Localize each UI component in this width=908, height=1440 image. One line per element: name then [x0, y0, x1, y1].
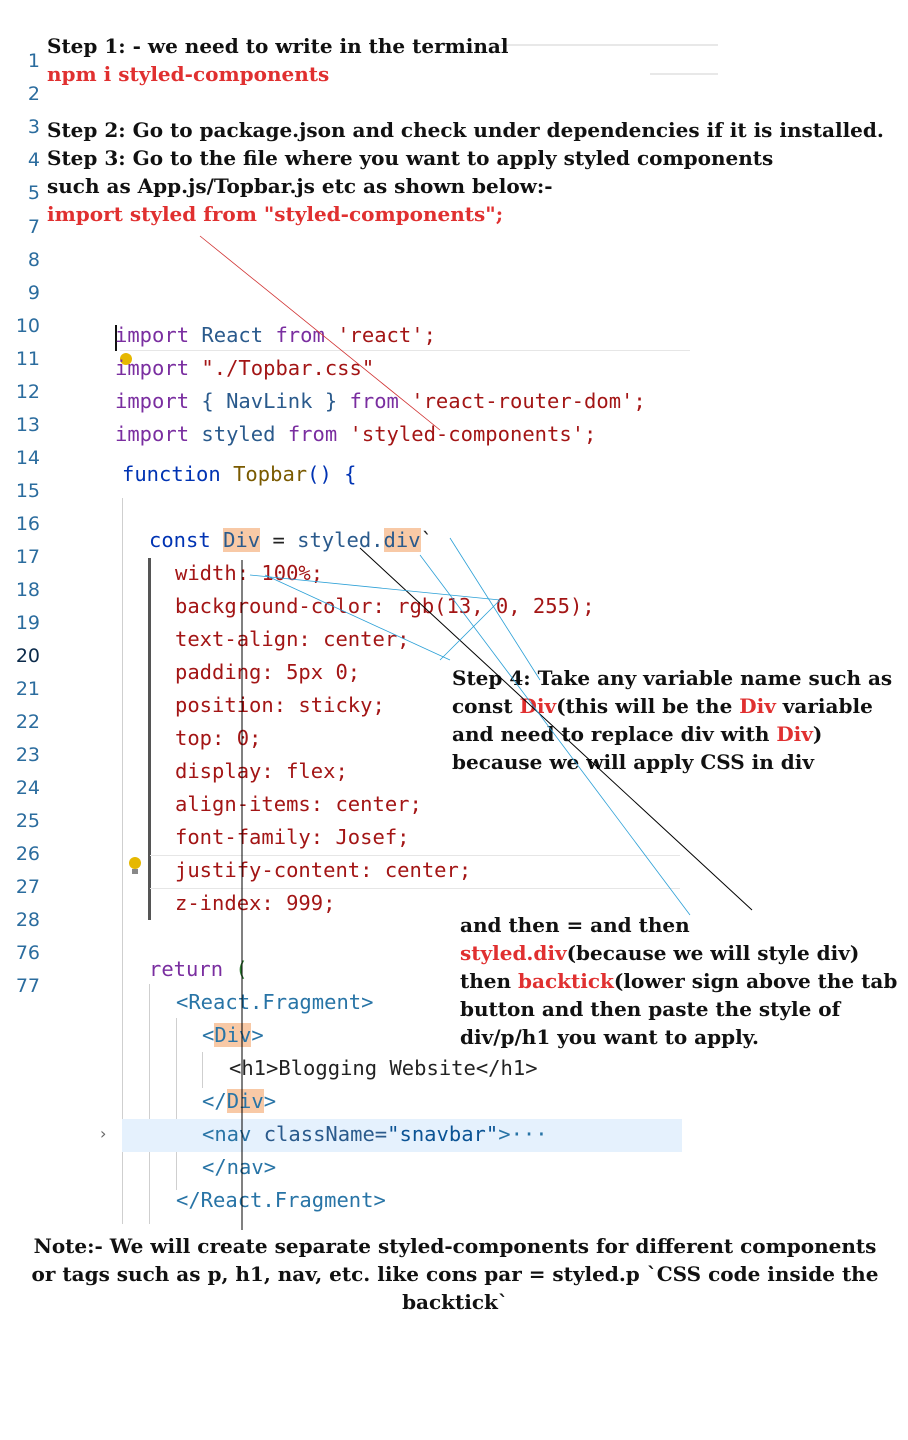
code-line-h1: <h1>Blogging Website</h1>	[229, 1056, 538, 1080]
css-line: padding: 5px 0;	[175, 660, 361, 684]
code-line-div-open: <Div>	[202, 1023, 264, 1047]
css-line: font-family: Josef;	[175, 825, 410, 849]
indent-guide	[122, 498, 123, 1224]
line-number: 18	[15, 579, 40, 601]
step3-text: Step 3: Go to the file where you want to…	[47, 146, 774, 170]
line-number: 5	[27, 182, 40, 204]
code-line-import-styled: import styled from 'styled-components';	[115, 422, 597, 446]
css-line: z-index: 999;	[175, 891, 336, 915]
code-line-nav: <nav className="snavbar">···	[202, 1122, 548, 1146]
css-line: top: 0;	[175, 726, 262, 750]
step3-text-continued: such as App.js/Topbar.js etc as shown be…	[47, 174, 553, 198]
line-number: 14	[15, 447, 40, 469]
line-number: 15	[15, 480, 40, 502]
code-line-const-div: const Div = styled.div`	[149, 528, 433, 552]
line-number: 1	[27, 50, 40, 72]
lightbulb-icon[interactable]	[120, 353, 132, 365]
code-line-function: function Topbar() {	[122, 462, 357, 486]
line-number: 3	[27, 116, 40, 138]
template-bracket-guide	[148, 558, 151, 920]
indent-guide	[202, 1052, 203, 1088]
styled-div-explanation: and then = and then styled.div(because w…	[460, 913, 898, 1049]
highlighted-code-row	[122, 1119, 682, 1152]
line-number: 4	[27, 149, 40, 171]
separator-line	[488, 44, 718, 46]
line-number: 10	[15, 315, 40, 337]
line-number: 11	[15, 348, 40, 370]
step1-text: Step 1: - we need to write in the termin…	[47, 34, 509, 58]
css-line: justify-content: center;	[175, 858, 472, 882]
line-number: 24	[15, 777, 40, 799]
line-number: 13	[15, 414, 40, 436]
line-number: 17	[15, 546, 40, 568]
lightbulb-base	[132, 869, 138, 874]
line-number: 26	[15, 843, 40, 865]
code-line-import-navlink: import { NavLink } from 'react-router-do…	[115, 389, 646, 413]
line-number: 22	[15, 711, 40, 733]
code-line-import-react: import React from 'react';	[115, 323, 436, 347]
line-number: 8	[27, 249, 40, 271]
line-number: 27	[15, 876, 40, 898]
code-line-nav-close: </nav>	[202, 1155, 277, 1179]
code-line-fragment-open: <React.Fragment>	[176, 990, 374, 1014]
step1-command: npm i styled-components	[47, 62, 330, 86]
css-line: width: 100%;	[175, 561, 324, 585]
indent-guide	[149, 984, 150, 1224]
line-number: 25	[15, 810, 40, 832]
current-line-outline	[120, 350, 690, 351]
step4-explanation: Step 4: Take any variable name such as c…	[452, 666, 893, 774]
line-number: 9	[27, 282, 40, 304]
line-number: 23	[15, 744, 40, 766]
line-number: 16	[15, 513, 40, 535]
line-number: 77	[15, 975, 40, 997]
line-number: 21	[15, 678, 40, 700]
separator-line	[650, 73, 718, 75]
code-line-import-css: import "./Topbar.css"	[115, 356, 375, 380]
css-line: position: sticky;	[175, 693, 385, 717]
line-number: 76	[15, 942, 40, 964]
indent-guide	[176, 1018, 177, 1190]
code-line-return: return (	[149, 957, 248, 981]
lightbulb-icon[interactable]	[129, 857, 141, 869]
line-number: 20	[15, 645, 40, 667]
css-line: display: flex;	[175, 759, 348, 783]
code-line-fragment-close: </React.Fragment>	[176, 1188, 386, 1212]
note-text: Note:- We will create separate styled-co…	[31, 1234, 879, 1314]
line-number: 2	[27, 83, 40, 105]
css-line: align-items: center;	[175, 792, 422, 816]
css-line: background-color: rgb(13, 0, 255);	[175, 594, 595, 618]
step2-text: Step 2: Go to package.json and check und…	[47, 118, 884, 142]
code-line-div-close: </Div>	[202, 1089, 277, 1113]
line-number: 7	[27, 216, 40, 238]
line-number: 28	[15, 909, 40, 931]
line-number: 19	[15, 612, 40, 634]
step3-import-line: import styled from "styled-components";	[47, 202, 504, 226]
text-cursor	[115, 325, 117, 351]
fold-chevron-icon[interactable]: ›	[100, 1124, 107, 1143]
line-number: 12	[15, 381, 40, 403]
css-line: text-align: center;	[175, 627, 410, 651]
